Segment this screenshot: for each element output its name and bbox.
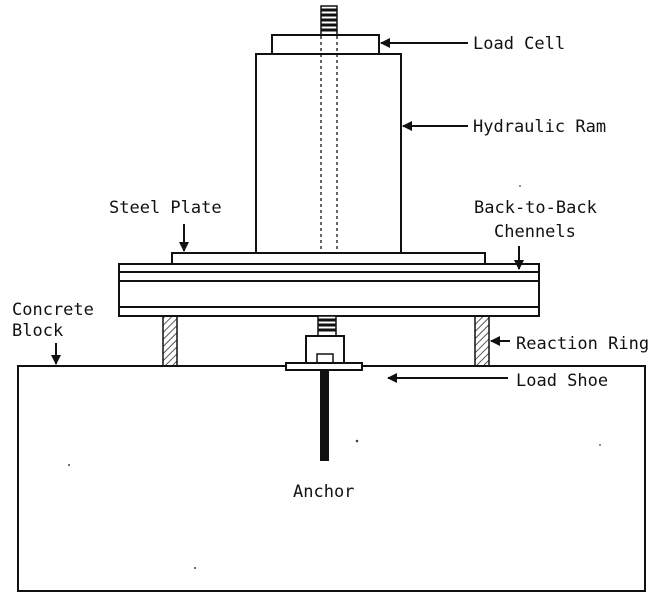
- lower-threaded-rod: [317, 315, 337, 337]
- concrete-block: [17, 365, 646, 592]
- label-load-cell: Load Cell: [473, 34, 565, 54]
- label-steel-plate: Steel Plate: [109, 198, 222, 218]
- top-threaded-rod: [320, 5, 338, 37]
- steel-plate: [171, 252, 486, 265]
- hydraulic-ram: [255, 53, 402, 254]
- label-back-to-back-line2: Chennels: [494, 222, 576, 242]
- scan-specks: [68, 185, 601, 569]
- reaction-ring-left: [162, 315, 178, 367]
- label-reaction-ring: Reaction Ring: [516, 334, 649, 354]
- label-load-shoe: Load Shoe: [516, 371, 608, 391]
- label-concrete-block-line1: Concrete: [12, 300, 94, 320]
- load-cell: [271, 34, 380, 55]
- anchor-bar: [320, 370, 329, 461]
- label-hydraulic-ram: Hydraulic Ram: [473, 117, 606, 137]
- load-shoe: [285, 335, 363, 371]
- label-back-to-back-line1: Back-to-Back: [474, 198, 597, 218]
- reaction-ring-right: [474, 315, 490, 367]
- label-concrete-block-line2: Block: [12, 321, 63, 341]
- label-anchor: Anchor: [293, 482, 354, 502]
- back-to-back-channels: [118, 263, 540, 317]
